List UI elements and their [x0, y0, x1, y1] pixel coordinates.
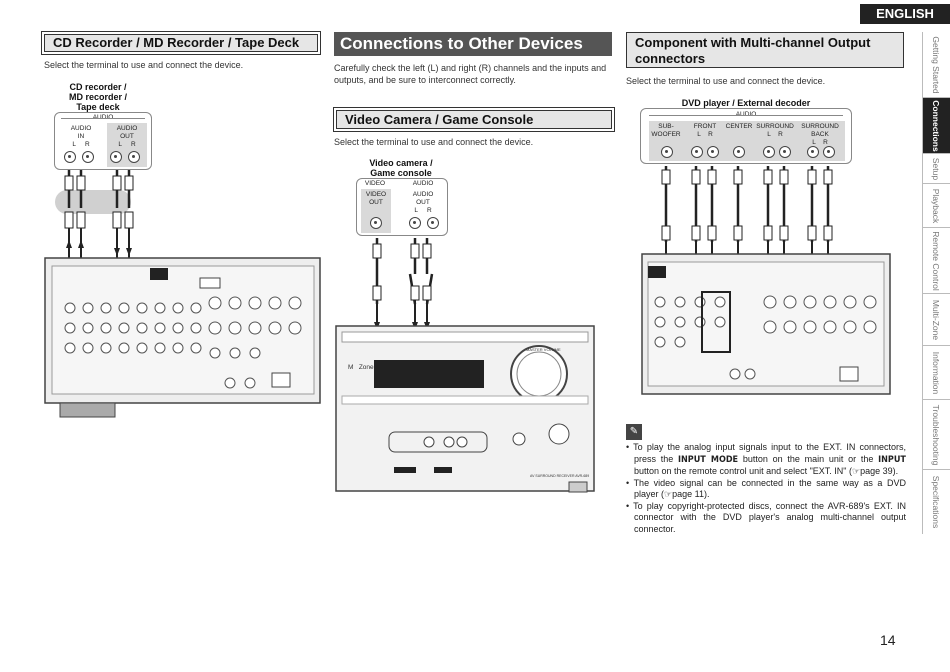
cd-recorder-device-label: CD recorder /MD recorder /Tape deck: [68, 82, 128, 112]
language-tab: ENGLISH: [860, 4, 950, 24]
dvd-device-label: DVD player / External decoder: [681, 98, 811, 108]
surround-back-r-jack[interactable]: [823, 146, 835, 158]
front-l-jack[interactable]: [691, 146, 703, 158]
multichannel-intro: Select the terminal to use and connect t…: [626, 76, 826, 86]
section-heading-cd-recorder: CD Recorder / MD Recorder / Tape Deck: [41, 31, 321, 55]
surround-r-jack[interactable]: [779, 146, 791, 158]
subwoofer-jack[interactable]: [661, 146, 673, 158]
tab-rail-border: [922, 32, 923, 534]
tab-troubleshooting[interactable]: Troubleshooting: [922, 400, 950, 470]
memo-icon: ✎: [626, 424, 642, 440]
tab-specifications[interactable]: Specifications: [931, 475, 941, 529]
tab-multi-zone[interactable]: Multi-Zone: [922, 294, 950, 346]
front-panel-zone-label: M Zone: [348, 364, 374, 371]
main-title: Connections to Other Devices: [334, 32, 612, 56]
audio-in-l-jack[interactable]: [64, 151, 76, 163]
tab-playback[interactable]: Playback: [922, 184, 950, 228]
audio-out-l-jack[interactable]: [110, 151, 122, 163]
page-ref-icon: ☞: [664, 489, 673, 499]
main-intro: Carefully check the left (L) and right (…: [334, 63, 607, 85]
surround-back-l-jack[interactable]: [807, 146, 819, 158]
video-out-jack[interactable]: [370, 217, 382, 229]
tab-connections[interactable]: Connections: [922, 98, 950, 154]
video-camera-intro: Select the terminal to use and connect t…: [334, 137, 534, 147]
tab-setup[interactable]: Setup: [922, 154, 950, 184]
page-number: 14: [880, 632, 896, 648]
surround-l-jack[interactable]: [763, 146, 775, 158]
center-jack[interactable]: [733, 146, 745, 158]
cd-recorder-intro: Select the terminal to use and connect t…: [44, 60, 244, 70]
dvd-cable-diagram: [641, 166, 891, 395]
audio-in-r-jack[interactable]: [82, 151, 94, 163]
tab-remote-control[interactable]: Remote Control: [922, 228, 950, 294]
cd-recorder-cable-diagram: [44, 170, 321, 418]
tab-getting-started[interactable]: Getting Started: [922, 32, 950, 98]
front-r-jack[interactable]: [707, 146, 719, 158]
page-ref-icon: ☞: [852, 466, 861, 476]
video-camera-device-label: Video camera /Game console: [369, 158, 433, 178]
front-panel-model-label: AV SURROUND RECEIVER AVR-689: [530, 474, 590, 478]
front-panel-master-volume-label: MASTER VOLUME: [526, 347, 561, 352]
tab-information[interactable]: Information: [922, 346, 950, 400]
notes-list: • To play the analog input signals input…: [626, 442, 907, 534]
audio-out-l-jack[interactable]: [409, 217, 421, 229]
video-camera-cable-diagram: [335, 238, 595, 493]
section-heading-video-camera: Video Camera / Game Console: [333, 107, 615, 132]
audio-out-r-jack[interactable]: [128, 151, 140, 163]
audio-out-r-jack[interactable]: [427, 217, 439, 229]
